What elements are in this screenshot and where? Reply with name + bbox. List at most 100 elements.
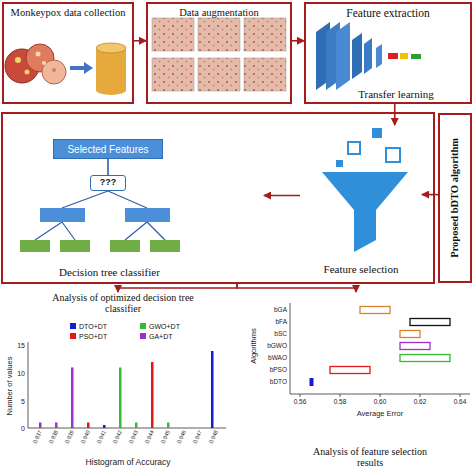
tick-label: 5: [21, 397, 25, 404]
node-title: Data augmentation: [148, 7, 290, 19]
tick-label: 0.944: [145, 430, 156, 445]
cnn-layers: [388, 53, 398, 59]
node-title: Analysis of optimized decision tree clas…: [38, 292, 208, 314]
funnel-icon: [386, 148, 400, 162]
histogram-bar: [119, 368, 122, 429]
flow-arrow: [422, 194, 438, 196]
outer-frame: [2, 113, 434, 283]
error-box: [400, 355, 450, 362]
category-label: bSC: [274, 331, 287, 338]
histogram-bar: [135, 423, 138, 429]
tick-label: 0.64: [454, 399, 467, 406]
cnn-layers: [400, 53, 408, 59]
database-cylinder: [96, 43, 126, 53]
tick-label: 0.62: [414, 399, 427, 406]
node-title: Selected Features: [67, 144, 148, 155]
category-label: bDTO: [270, 379, 287, 386]
histogram-bar: [39, 351, 214, 428]
process-panel: Feature selection: [300, 125, 422, 275]
legend-swatch: [140, 333, 146, 339]
tree-node: [20, 240, 50, 252]
tick-label: 0.945: [161, 430, 172, 445]
skin-image: [152, 18, 194, 51]
tick-label: 0.942: [113, 430, 124, 445]
flow-arrow: [70, 62, 93, 74]
virus-image: [52, 68, 56, 72]
legend-text: GWO+DT: [149, 323, 180, 330]
tree-branches: [35, 222, 62, 240]
skin-image: [244, 58, 286, 91]
cnn-layers: [364, 38, 372, 74]
tick-label: 0.937: [33, 430, 44, 445]
tree-node: [60, 240, 90, 252]
node-title: Feature extraction: [306, 7, 470, 20]
tree-branches: [62, 222, 75, 240]
virus-image: [42, 61, 46, 65]
tree-branches: [125, 222, 147, 240]
node-title: Decision tree classifier: [2, 266, 217, 278]
histogram-bar: [39, 423, 42, 429]
tick-label: 0.56: [294, 399, 307, 406]
tree-node: [110, 240, 140, 252]
funnel-icon: [336, 160, 343, 167]
flow-arrow: [70, 66, 86, 70]
funnel-icon: [348, 142, 360, 154]
feature-box: Selected Features: [53, 139, 163, 159]
process-box: Data augmentation: [146, 2, 292, 104]
database-cylinder: [96, 85, 126, 95]
error-axes: [340, 394, 341, 397]
database-cylinder: [96, 43, 126, 95]
error-box: [310, 379, 313, 386]
virus-image: [36, 52, 41, 57]
error-box: [400, 331, 420, 338]
flow-arrow: [394, 104, 396, 125]
flow-arrow: [237, 283, 356, 292]
node-title: Feature selection: [300, 263, 422, 275]
category-label: bGWO: [267, 343, 287, 350]
flow-arrow: [264, 195, 300, 197]
histogram-bar: [55, 423, 58, 429]
axis-title: Average Error: [357, 410, 404, 418]
flow-arrow: [292, 40, 304, 42]
tick-label: 10: [17, 370, 25, 377]
flow-arrow: [118, 283, 237, 292]
tree-node: [20, 208, 180, 252]
axis-title: Algorithms: [250, 328, 258, 363]
skin-image: [198, 58, 240, 91]
legend-text: PSO+DT: [79, 333, 107, 340]
node-title: Proposed bDTO algorithm: [449, 138, 461, 258]
tick-label: 0.58: [334, 399, 347, 406]
skin-image: [244, 18, 286, 51]
histogram-axes: [28, 428, 226, 429]
funnel-icon: [372, 128, 382, 138]
error-box: [360, 307, 390, 314]
error-box: [410, 319, 450, 326]
skin-image: [198, 18, 240, 51]
virus-image: [25, 70, 30, 75]
tree-link: [107, 159, 109, 175]
virus-image: [5, 44, 66, 84]
cnn-layers: [411, 54, 421, 59]
tick-label: 0.948: [209, 430, 220, 445]
error-axes: [290, 303, 291, 394]
error-box: [310, 307, 450, 386]
category-label: bGA: [274, 307, 287, 314]
tick-label: 0.941: [97, 430, 108, 445]
tree-branches: [147, 222, 165, 240]
node-title: Analysis of feature selection results: [300, 446, 440, 468]
tick-label: 0.947: [193, 430, 204, 445]
funnel-icon: [322, 128, 408, 252]
error-axes: [460, 394, 461, 397]
algorithm-box: Proposed bDTO algorithm: [438, 113, 472, 283]
tick-label: 0.943: [129, 430, 140, 445]
tick-label: 0: [21, 425, 25, 432]
node-title: Monkeypox data collection: [4, 7, 132, 19]
histogram-bar: [87, 423, 90, 429]
histogram-axes: [28, 342, 29, 428]
category-label: bWAO: [268, 355, 287, 362]
tree-node: [125, 208, 170, 222]
legend-swatch: [70, 333, 76, 339]
histogram-bar: [103, 425, 106, 428]
